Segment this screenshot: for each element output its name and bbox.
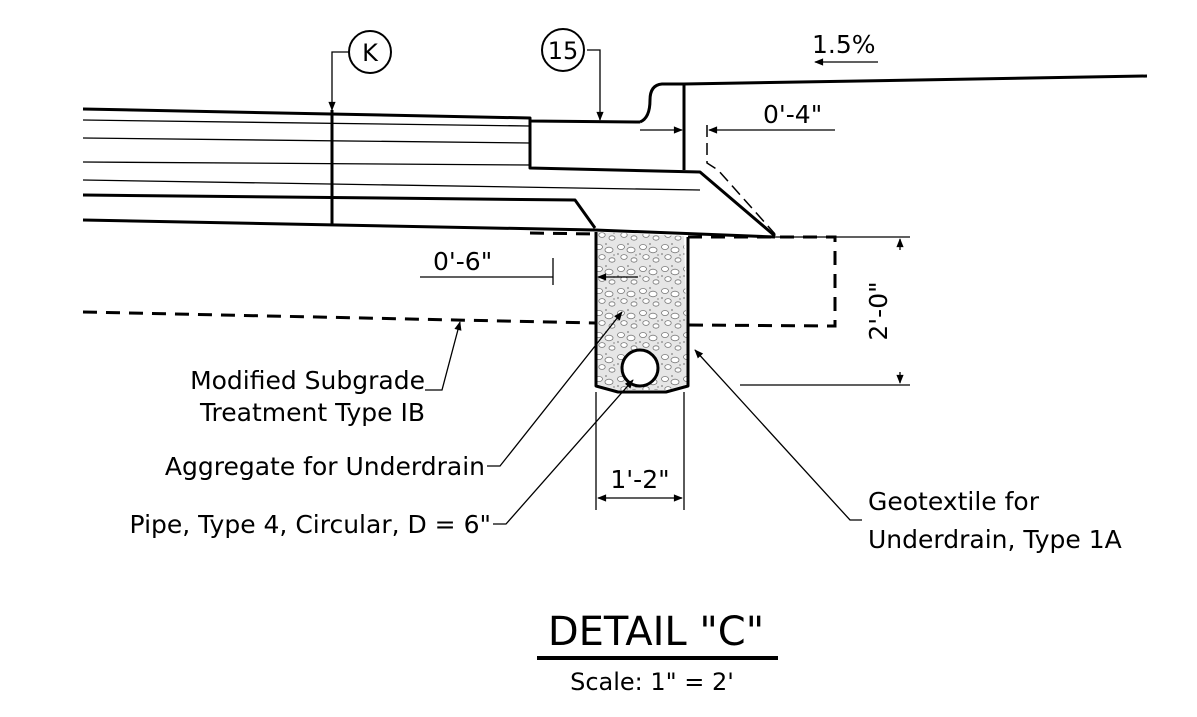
detail-title: DETAIL "C": [548, 609, 764, 655]
callout-k-text: K: [362, 39, 379, 67]
curb-and-gutter: [528, 74, 1148, 238]
dim-depth: 2'-0": [864, 281, 893, 340]
callout-15: 15: [541, 28, 585, 72]
dim-curb-offset: 0'-4": [763, 100, 822, 129]
slope-label: 1.5%: [812, 30, 876, 59]
dim-trench-width: 1'-2": [610, 465, 669, 494]
underdrain-pipe: [620, 348, 660, 388]
pavement-layers: [82, 107, 776, 239]
label-aggregate: Aggregate for Underdrain: [165, 452, 485, 481]
label-subgrade-line1: Modified Subgrade: [190, 366, 425, 395]
label-pipe: Pipe, Type 4, Circular, D = 6": [130, 510, 491, 539]
label-subgrade-line2: Treatment Type IB: [199, 398, 425, 427]
dimension-lines: [328, 49, 910, 525]
callout-k: K: [348, 30, 392, 74]
label-geotextile-line2: Underdrain, Type 1A: [868, 525, 1122, 554]
label-geotextile-line1: Geotextile for: [868, 487, 1040, 516]
dim-edge-offset: 0'-6": [433, 247, 492, 276]
underdrain-trench: [594, 232, 690, 394]
subgrade-treatment: [82, 231, 837, 328]
detail-scale: Scale: 1" = 2': [570, 668, 734, 696]
callout-15-text: 15: [548, 37, 579, 65]
